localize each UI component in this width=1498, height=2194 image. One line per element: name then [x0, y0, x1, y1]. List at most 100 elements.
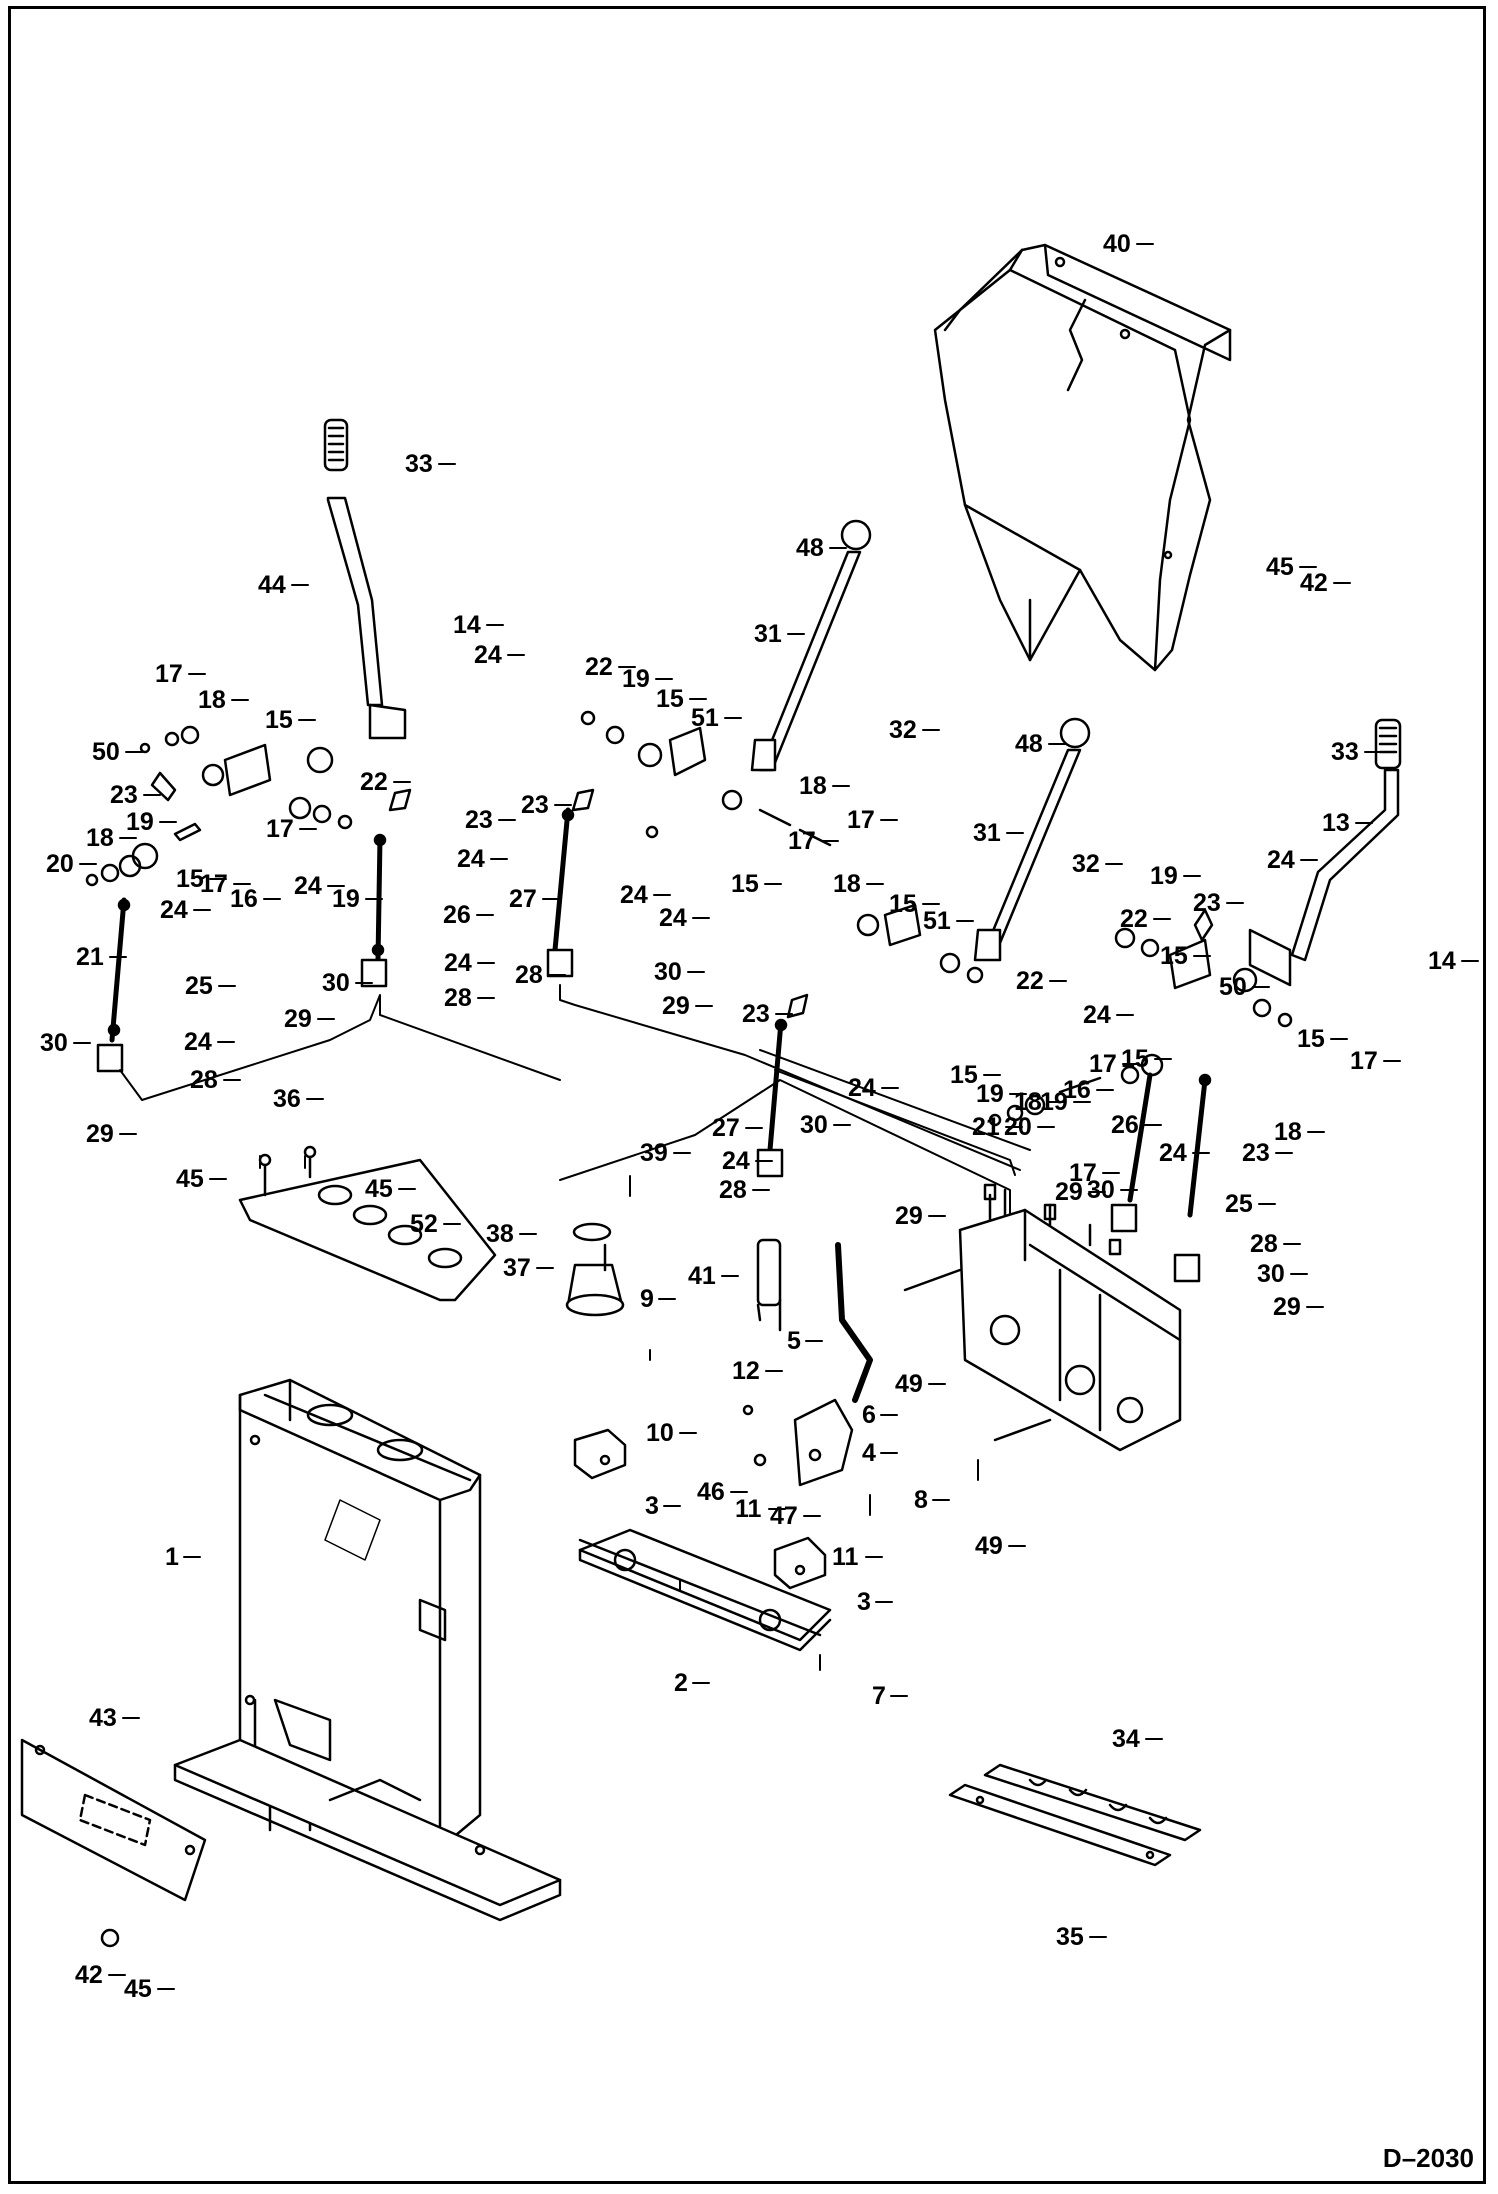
callout-1: 1 [165, 1543, 179, 1571]
callout-23: 23 [465, 806, 493, 834]
callout-24: 24 [1083, 1001, 1111, 1029]
callout-24: 24 [474, 641, 502, 669]
callout-5: 5 [787, 1327, 801, 1355]
callout-21: 21 [972, 1113, 1000, 1141]
callout-2: 2 [674, 1669, 688, 1697]
callout-14: 14 [1428, 947, 1456, 975]
callout-24: 24 [1267, 846, 1295, 874]
cover-plate [20, 1738, 207, 1948]
callout-17: 17 [200, 870, 228, 898]
callout-38: 38 [486, 1220, 514, 1248]
callout-6: 6 [862, 1401, 876, 1429]
callout-42: 42 [1300, 569, 1328, 597]
callout-28: 28 [1250, 1230, 1278, 1258]
callout-29: 29 [1273, 1293, 1301, 1321]
callout-19: 19 [332, 885, 360, 913]
callout-16: 16 [1063, 1076, 1091, 1104]
callout-52: 52 [410, 1210, 438, 1238]
callout-15: 15 [731, 870, 759, 898]
callout-24: 24 [1159, 1139, 1187, 1167]
callout-23: 23 [1193, 889, 1221, 917]
callout-49: 49 [895, 1370, 923, 1398]
callout-24: 24 [722, 1147, 750, 1175]
callout-48: 48 [1015, 730, 1043, 758]
callout-24: 24 [848, 1074, 876, 1102]
callout-24: 24 [444, 949, 472, 977]
callout-50: 50 [92, 738, 120, 766]
callout-28: 28 [719, 1176, 747, 1204]
callout-15: 15 [889, 890, 917, 918]
callout-30: 30 [800, 1111, 828, 1139]
callout-17: 17 [788, 827, 816, 855]
callout-26: 26 [443, 901, 471, 929]
callout-51: 51 [691, 704, 719, 732]
drawing-id: D–2030 [1382, 2143, 1474, 2173]
callout-26: 26 [1111, 1111, 1139, 1139]
callout-28: 28 [444, 984, 472, 1012]
callout-24: 24 [184, 1028, 212, 1056]
callout-17: 17 [155, 660, 183, 688]
hardware-leaders [259, 1155, 979, 1671]
callout-15: 15 [1297, 1025, 1325, 1053]
callout-11: 11 [735, 1495, 762, 1523]
callout-18: 18 [833, 870, 861, 898]
callout-25: 25 [185, 972, 213, 1000]
callout-45: 45 [176, 1165, 204, 1193]
callout-30: 30 [1087, 1176, 1115, 1204]
callout-30: 30 [654, 958, 682, 986]
callout-21: 21 [76, 943, 104, 971]
callout-45: 45 [124, 1975, 152, 2003]
callout-46: 46 [697, 1478, 725, 1506]
callout-3: 3 [857, 1588, 871, 1616]
callout-15: 15 [1160, 942, 1188, 970]
callout-14: 14 [453, 611, 481, 639]
callout-24: 24 [294, 872, 322, 900]
callout-11: 11 [832, 1543, 859, 1571]
callout-17: 17 [266, 815, 294, 843]
left-joystick-lever [323, 418, 407, 740]
callout-20: 20 [1004, 1113, 1032, 1141]
callout-27: 27 [712, 1114, 740, 1142]
callout-40: 40 [1103, 230, 1131, 258]
callout-43: 43 [89, 1704, 117, 1732]
callout-24: 24 [160, 896, 188, 924]
callout-24: 24 [620, 881, 648, 909]
callout-31: 31 [754, 620, 782, 648]
callout-41: 41 [688, 1262, 716, 1290]
console-frame [173, 1378, 562, 1922]
callout-22: 22 [1016, 967, 1044, 995]
callout-19: 19 [1150, 862, 1178, 890]
callout-3: 3 [645, 1492, 659, 1520]
callout-24: 24 [659, 904, 687, 932]
callout-17: 17 [1069, 1159, 1097, 1187]
callout-17: 17 [1089, 1050, 1117, 1078]
callout-34: 34 [1112, 1725, 1140, 1753]
sleeve-and-rod [756, 1238, 873, 1403]
callout-33: 33 [1331, 738, 1359, 766]
callout-28: 28 [515, 961, 543, 989]
right-linkage-assembly [988, 908, 1293, 1283]
right-joystick-lever [1248, 718, 1402, 987]
callout-19: 19 [976, 1080, 1004, 1108]
floor-brace [578, 1528, 832, 1652]
callout-17: 17 [1350, 1047, 1378, 1075]
callout-30: 30 [40, 1029, 68, 1057]
callout-47: 47 [770, 1502, 798, 1530]
callout-22: 22 [585, 653, 613, 681]
centre-linkage-assembly [546, 710, 984, 1178]
callout-7: 7 [872, 1682, 886, 1710]
callout-9: 9 [640, 1285, 654, 1313]
callout-10: 10 [646, 1419, 674, 1447]
left-links [96, 833, 388, 1073]
diagram-frame [8, 6, 1486, 2184]
callout-29: 29 [284, 1005, 312, 1033]
callout-28: 28 [190, 1066, 218, 1094]
callout-39: 39 [640, 1139, 668, 1167]
callout-19: 19 [1040, 1088, 1068, 1116]
control-valve [903, 1183, 1182, 1452]
callout-29: 29 [662, 992, 690, 1020]
callout-17: 17 [847, 806, 875, 834]
rubber-boot [565, 1222, 625, 1317]
shim-plates [948, 1763, 1202, 1867]
